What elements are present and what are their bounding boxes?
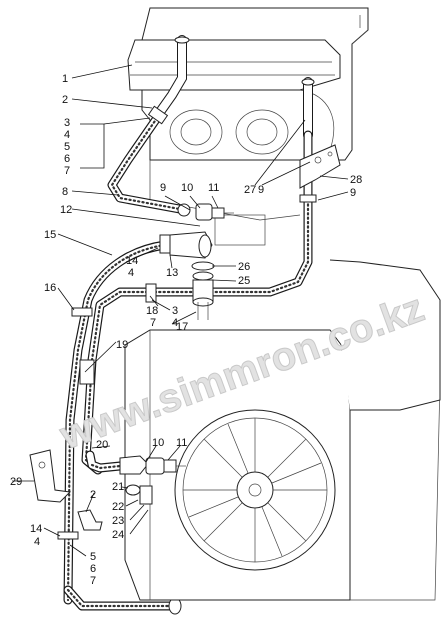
return-hose-right xyxy=(195,130,313,297)
callout-label: 25 xyxy=(238,275,250,287)
return-riser-pipe xyxy=(301,77,315,140)
callout-label: 23 xyxy=(112,515,124,527)
callout-label: 1 xyxy=(62,73,68,85)
callout-label: 22 xyxy=(112,501,124,513)
callout-label: 18 xyxy=(146,305,158,317)
callout-label: 7 xyxy=(90,575,96,587)
callout-label: 2 xyxy=(62,94,68,106)
callout-label: 5 xyxy=(90,551,96,563)
bracket-lower-2 xyxy=(77,509,103,531)
callout-label: 7 xyxy=(150,317,156,329)
callout-label: 24 xyxy=(112,529,124,541)
callout-label: 16 xyxy=(44,282,56,294)
coolant-outlet-pipe xyxy=(155,35,190,117)
heater-supply-hose xyxy=(63,240,170,605)
callout-label: 28 xyxy=(350,174,362,186)
bracket-29 xyxy=(29,449,72,503)
callout-label: 4 xyxy=(64,129,70,141)
heater-connector-block xyxy=(169,231,213,259)
callout-label: 10 xyxy=(181,182,193,194)
callout-label: 8 xyxy=(62,186,68,198)
callout-label: 4 xyxy=(172,317,178,329)
valve-tee-upper xyxy=(177,203,234,221)
callout-label: 3 xyxy=(172,305,178,317)
callout-label: 9 xyxy=(350,187,356,199)
callout-label: 11 xyxy=(176,437,187,449)
cooling-fan xyxy=(174,409,336,571)
valve-feed-hose xyxy=(85,450,125,473)
coolant-pump-fitting xyxy=(191,261,215,320)
callout-label: 12 xyxy=(60,204,72,216)
callout-labels: 1 2 3 4 5 6 7 8 9 10 11 27 9 28 9 12 15 … xyxy=(10,73,362,587)
callout-label: 6 xyxy=(64,153,70,165)
callout-label: 20 xyxy=(96,439,108,451)
callout-label: 3 xyxy=(64,117,70,129)
callout-label: 19 xyxy=(116,339,128,351)
callout-label: 17 xyxy=(176,321,188,333)
callout-label: 27 xyxy=(244,184,256,196)
pipe-bracket-right xyxy=(299,144,341,189)
callout-label: 26 xyxy=(238,261,250,273)
callout-label: 14 xyxy=(126,255,138,267)
callout-label: 4 xyxy=(128,267,134,279)
callout-label: 2 xyxy=(90,489,96,501)
callout-label: 7 xyxy=(64,165,70,177)
upper-supply-hose xyxy=(107,113,190,215)
callout-label: 5 xyxy=(64,141,70,153)
hose-clamps xyxy=(57,105,317,540)
callout-label: 14 xyxy=(30,523,42,535)
callout-label: 6 xyxy=(90,563,96,575)
callout-label: 21 xyxy=(112,481,124,493)
callout-label: 9 xyxy=(160,182,166,194)
valve-tee-lower xyxy=(119,455,186,505)
callout-label: 10 xyxy=(152,437,164,449)
callout-label: 29 xyxy=(10,476,22,488)
callout-label: 15 xyxy=(44,229,56,241)
callout-label: 9 xyxy=(258,184,264,196)
callout-label: 13 xyxy=(166,267,178,279)
callout-label: 4 xyxy=(34,536,40,548)
callout-label: 11 xyxy=(208,182,219,194)
leader-lines xyxy=(12,64,349,557)
